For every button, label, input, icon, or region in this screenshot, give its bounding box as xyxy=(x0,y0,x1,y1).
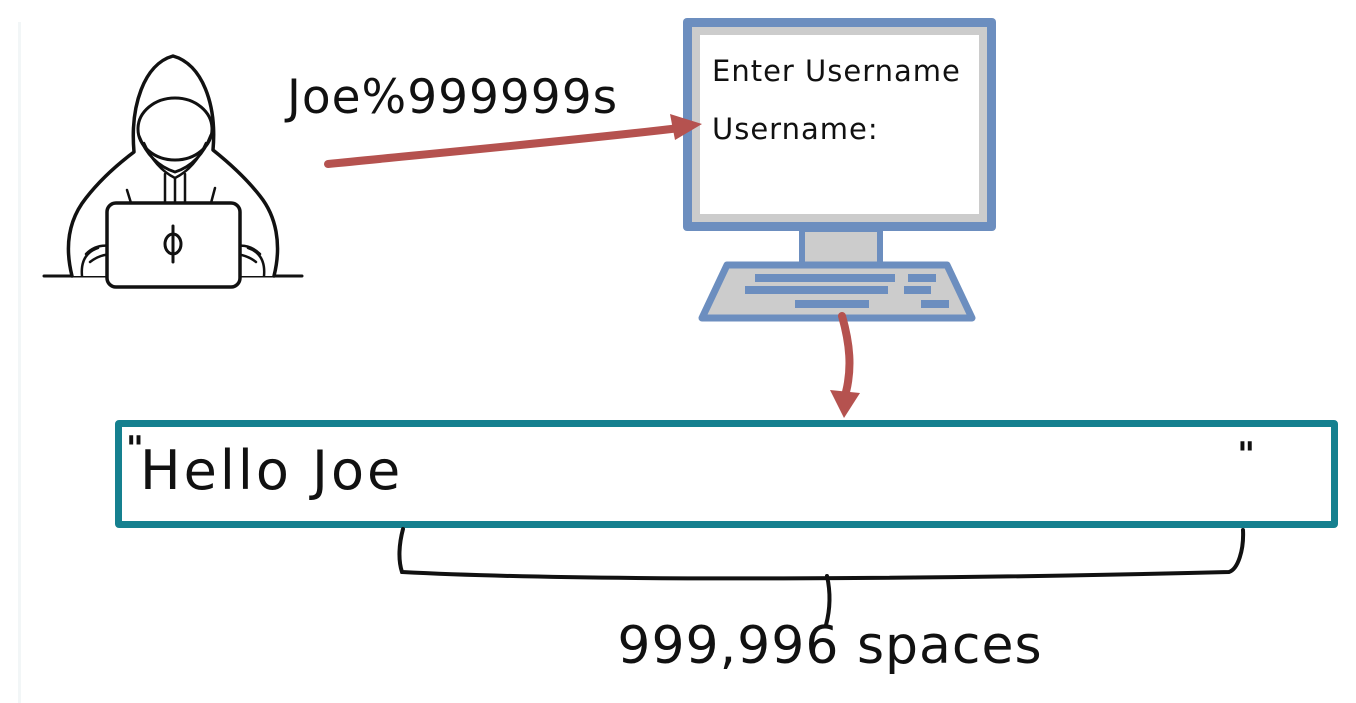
open-quote-mark: " xyxy=(126,429,144,469)
output-string-box: " Hello Joe " xyxy=(115,420,1338,528)
output-string-text: Hello Joe xyxy=(140,439,404,502)
input-arrow-icon xyxy=(324,114,702,168)
monitor-screen xyxy=(700,35,979,214)
screen-prompt-line: Enter Username xyxy=(712,54,961,88)
hacker-figure-icon xyxy=(42,54,304,289)
keyboard-keys xyxy=(745,274,949,308)
close-quote-mark: " xyxy=(1237,435,1255,475)
attacker-payload-label: Joe%999999s xyxy=(287,70,619,125)
face xyxy=(136,96,214,162)
spaces-brace-icon xyxy=(397,527,1246,627)
output-arrow-icon xyxy=(830,312,860,418)
spaces-annotation-label: 999,996 spaces xyxy=(617,616,1043,676)
screen-input-line: Username: xyxy=(712,112,879,146)
computer-icon xyxy=(683,18,996,322)
canvas-edge-line xyxy=(18,22,21,703)
